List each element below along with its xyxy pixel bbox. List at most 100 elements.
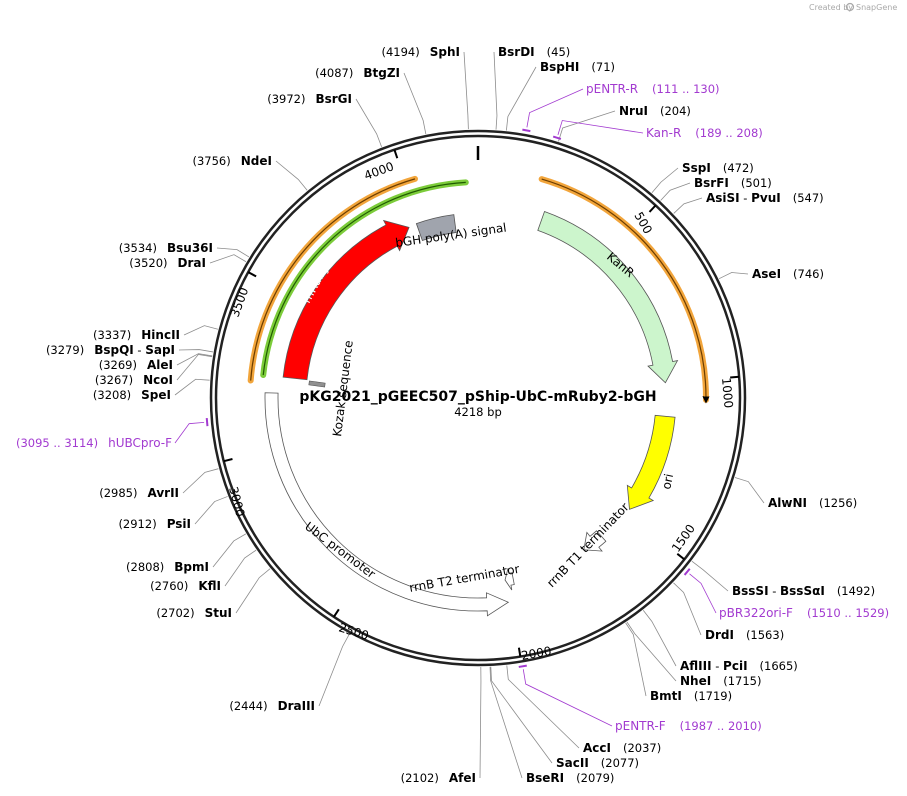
site-name[interactable]: SpeI — [141, 388, 171, 402]
site-name[interactable]: BpmI — [174, 560, 209, 574]
site-label[interactable]: (4087)BtgZI — [315, 66, 400, 80]
site-bsrdi[interactable]: BsrDI(45) — [498, 45, 570, 59]
site-label[interactable]: AccI(2037) — [583, 741, 661, 755]
site-name[interactable]: AfeI — [449, 771, 476, 785]
site-label[interactable]: (2912)PsiI — [118, 517, 191, 531]
site-name[interactable]: SphI — [430, 45, 460, 59]
site-name[interactable]: HincII — [141, 328, 180, 342]
primer-label[interactable]: pBR322ori-F(1510 .. 1529) — [719, 606, 889, 620]
site-nrui[interactable]: NruI(204) — [619, 104, 691, 118]
site-avrii[interactable]: (2985)AvrII — [99, 486, 179, 500]
site-name[interactable]: SspI — [682, 161, 711, 175]
site-label[interactable]: (3269)AleI — [99, 358, 173, 372]
site-name[interactable]: AlwNI — [768, 496, 807, 510]
site-name[interactable]: AccI — [583, 741, 611, 755]
site-label[interactable]: (2760)KflI — [150, 579, 221, 593]
site-bseri[interactable]: BseRI(2079) — [526, 771, 614, 785]
site-kfli[interactable]: (2760)KflI — [150, 579, 221, 593]
site-name[interactable]: AleI — [147, 358, 173, 372]
site-label[interactable]: AlwNI(1256) — [768, 496, 857, 510]
site-name[interactable]: DrdI — [705, 628, 734, 642]
feature-rrnb-t1[interactable] — [583, 530, 607, 552]
primer-name[interactable]: hUBCpro-F — [108, 436, 172, 450]
site-label[interactable]: (3534)Bsu36I — [119, 241, 213, 255]
site-sacii[interactable]: SacII(2077) — [556, 756, 639, 770]
site-bsrfi[interactable]: BsrFI(501) — [694, 176, 772, 190]
site-name[interactable]: BspHI — [540, 60, 579, 74]
site-bsphi[interactable]: BspHI(71) — [540, 60, 615, 74]
site-btgzi[interactable]: (4087)BtgZI — [315, 66, 400, 80]
site-asisi[interactable]: AsiSI - PvuI(547) — [706, 191, 824, 205]
site-label[interactable]: (3520)DraI — [129, 256, 206, 270]
primer-pentrf[interactable]: pENTR-F(1987 .. 2010) — [615, 719, 762, 733]
site-name[interactable]: DraIII — [278, 699, 315, 713]
site-name[interactable]: SacII — [556, 756, 589, 770]
site-label[interactable]: (2102)AfeI — [401, 771, 476, 785]
site-label[interactable]: (3756)NdeI — [193, 154, 273, 168]
primer-label[interactable]: (3095 .. 3114)hUBCpro-F — [16, 436, 172, 450]
site-label[interactable]: BsrDI(45) — [498, 45, 570, 59]
feature-ori[interactable] — [626, 414, 676, 510]
site-label[interactable]: BmtI(1719) — [650, 689, 732, 703]
site-label[interactable]: BssSI - BssSαI(1492) — [732, 584, 875, 598]
site-name[interactable]: AvrII — [147, 486, 179, 500]
site-labels[interactable]: (4194)SphI BsrDI(45)BspHI(71) NruI(204) Ssp… — [46, 45, 875, 785]
site-name[interactable]: AseI — [752, 267, 781, 281]
site-label[interactable]: SspI(472) — [682, 161, 754, 175]
site-ndei[interactable]: (3756)NdeI — [193, 154, 273, 168]
site-label[interactable]: DrdI(1563) — [705, 628, 784, 642]
site-name[interactable]: AsiSI — [706, 191, 740, 205]
site-spei[interactable]: (3208)SpeI — [93, 388, 171, 402]
site-name[interactable]: SapI — [145, 343, 175, 357]
site-label[interactable]: (2985)AvrII — [99, 486, 179, 500]
primer-kanr[interactable]: Kan-R(189 .. 208) — [646, 126, 763, 140]
site-name[interactable]: BmtI — [650, 689, 682, 703]
site-name[interactable]: PciI — [723, 659, 748, 673]
site-sspi[interactable]: SspI(472) — [682, 161, 754, 175]
site-name[interactable]: PsiI — [167, 517, 191, 531]
site-hincii[interactable]: (3337)HincII — [93, 328, 180, 342]
site-nhei[interactable]: NheI(1715) — [680, 674, 761, 688]
primer-pbr322orif[interactable]: pBR322ori-F(1510 .. 1529) — [719, 606, 889, 620]
site-name[interactable]: DraI — [178, 256, 206, 270]
site-afliii[interactable]: AflIII - PciI(1665) — [680, 659, 798, 673]
primer-name[interactable]: Kan-R — [646, 126, 681, 140]
site-drai[interactable]: (3520)DraI — [129, 256, 206, 270]
primer-label[interactable]: pENTR-R(111 .. 130) — [586, 82, 720, 96]
site-name[interactable]: BseRI — [526, 771, 564, 785]
site-bsrgi[interactable]: (3972)BsrGI — [267, 92, 352, 106]
site-label[interactable]: (4194)SphI — [382, 45, 461, 59]
primer-name[interactable]: pENTR-F — [615, 719, 666, 733]
site-bsu36i[interactable]: (3534)Bsu36I — [119, 241, 213, 255]
site-name[interactable]: StuI — [205, 606, 232, 620]
site-name[interactable]: BssSI — [732, 584, 769, 598]
site-name[interactable]: Bsu36I — [167, 241, 213, 255]
site-bsssi[interactable]: BssSI - BssSαI(1492) — [732, 584, 875, 598]
site-label[interactable]: (2808)BpmI — [126, 560, 209, 574]
site-stui[interactable]: (2702)StuI — [156, 606, 232, 620]
site-name[interactable]: KflI — [198, 579, 221, 593]
site-label[interactable]: AflIII - PciI(1665) — [680, 659, 798, 673]
site-bspqi[interactable]: (3279)BspQI - SapI — [46, 343, 175, 357]
site-name[interactable]: NheI — [680, 674, 711, 688]
site-label[interactable]: BspHI(71) — [540, 60, 615, 74]
site-bmti[interactable]: BmtI(1719) — [650, 689, 732, 703]
site-draiii[interactable]: (2444)DraIII — [229, 699, 315, 713]
site-label[interactable]: (3337)HincII — [93, 328, 180, 342]
site-drdi[interactable]: DrdI(1563) — [705, 628, 784, 642]
site-asei[interactable]: AseI(746) — [752, 267, 824, 281]
site-sphi[interactable]: (4194)SphI — [382, 45, 461, 59]
feature-bgh[interactable] — [415, 214, 457, 242]
site-alwni[interactable]: AlwNI(1256) — [768, 496, 857, 510]
site-name[interactable]: NcoI — [143, 373, 173, 387]
site-name[interactable]: BspQI — [94, 343, 134, 357]
site-name[interactable]: BsrGI — [315, 92, 352, 106]
site-name[interactable]: AflIII — [680, 659, 712, 673]
site-label[interactable]: BsrFI(501) — [694, 176, 772, 190]
site-psii[interactable]: (2912)PsiI — [118, 517, 191, 531]
site-label[interactable]: BseRI(2079) — [526, 771, 614, 785]
site-name[interactable]: BsrDI — [498, 45, 535, 59]
primer-label[interactable]: pENTR-F(1987 .. 2010) — [615, 719, 762, 733]
feature-kanr[interactable] — [537, 210, 679, 384]
primer-label[interactable]: Kan-R(189 .. 208) — [646, 126, 763, 140]
